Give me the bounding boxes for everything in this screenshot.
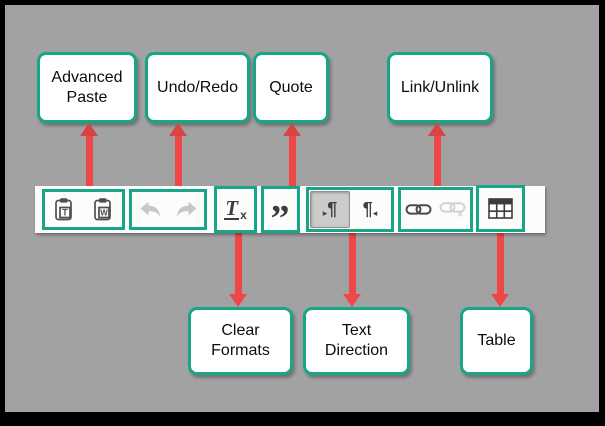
rtl-icon: ¶◂ — [362, 199, 378, 219]
arrowhead-up-icon — [428, 123, 446, 136]
table-button[interactable] — [488, 198, 513, 219]
arrow-to-advanced-paste — [80, 123, 98, 186]
quote-button[interactable]: ” — [271, 200, 291, 238]
arrow-shaft — [433, 136, 441, 186]
link-icon — [405, 204, 432, 215]
arrowhead-up-icon — [169, 123, 187, 136]
callout-advanced-paste: Advanced Paste — [37, 52, 137, 123]
text-direction-ltr-button[interactable]: ▸¶ — [310, 191, 350, 228]
callout-clear-formats-label: Clear Formats — [211, 322, 270, 359]
redo-button[interactable] — [174, 201, 199, 218]
arrow-shaft — [234, 233, 242, 294]
toolbar-group-advanced-paste: T W — [42, 189, 125, 230]
arrowhead-down-icon — [491, 294, 509, 307]
callout-undo-redo-label: Undo/Redo — [157, 78, 238, 96]
unlink-icon: ✕ — [439, 202, 466, 218]
paste-word-icon: W — [93, 198, 111, 221]
arrowhead-up-icon — [283, 123, 301, 136]
text-direction-rtl-button[interactable]: ¶◂ — [350, 191, 390, 228]
callout-quote-label: Quote — [269, 78, 313, 96]
quote-icon: ” — [270, 197, 291, 240]
callout-table: Table — [460, 307, 533, 375]
toolbar-group-quote: ” — [261, 186, 300, 238]
paste-text-icon: T — [55, 198, 73, 221]
arrow-to-table — [491, 233, 509, 307]
arrow-to-quote — [283, 123, 301, 186]
table-icon — [488, 198, 513, 219]
toolbar-group-undo-redo — [129, 189, 207, 230]
callout-clear-formats: Clear Formats — [188, 307, 293, 375]
arrow-to-text-direction — [343, 233, 361, 307]
svg-text:T: T — [63, 208, 69, 218]
arrow-to-link-unlink — [428, 123, 446, 186]
ltr-icon: ▸¶ — [322, 199, 338, 219]
callout-table-label: Table — [477, 332, 516, 349]
unlink-button[interactable]: ✕ — [439, 201, 466, 218]
arrow-shaft — [85, 136, 93, 186]
paste-as-text-button[interactable]: T — [53, 197, 75, 222]
paste-from-word-button[interactable]: W — [92, 197, 114, 222]
arrow-shaft — [174, 136, 182, 186]
arrow-shaft — [496, 233, 504, 294]
toolbar-group-text-direction: ▸¶ ¶◂ — [306, 187, 394, 232]
svg-text:✕: ✕ — [457, 210, 464, 218]
arrowhead-up-icon — [80, 123, 98, 136]
callout-advanced-paste-label: Advanced Paste — [51, 68, 123, 106]
callout-link-unlink-label: Link/Unlink — [400, 78, 480, 96]
callout-text-direction: Text Direction — [303, 307, 410, 375]
undo-icon — [140, 201, 160, 217]
redo-icon — [176, 201, 196, 217]
arrowhead-down-icon — [229, 294, 247, 307]
toolbar-group-link-unlink: ✕ — [398, 187, 473, 232]
callout-undo-redo: Undo/Redo — [145, 52, 250, 123]
editor-toolbar — [35, 186, 545, 233]
toolbar-group-table — [476, 185, 525, 232]
callout-quote: Quote — [253, 52, 329, 123]
callout-link-unlink: Link/Unlink — [387, 52, 493, 123]
svg-text:W: W — [100, 209, 108, 218]
arrowhead-down-icon — [343, 294, 361, 307]
link-button[interactable] — [405, 202, 432, 217]
callout-text-direction-label: Text Direction — [324, 322, 389, 359]
arrow-shaft — [288, 136, 296, 186]
arrow-shaft — [348, 233, 356, 294]
arrow-to-clear-formats — [229, 233, 247, 307]
arrow-to-undo-redo — [169, 123, 187, 186]
undo-button[interactable] — [138, 201, 163, 218]
